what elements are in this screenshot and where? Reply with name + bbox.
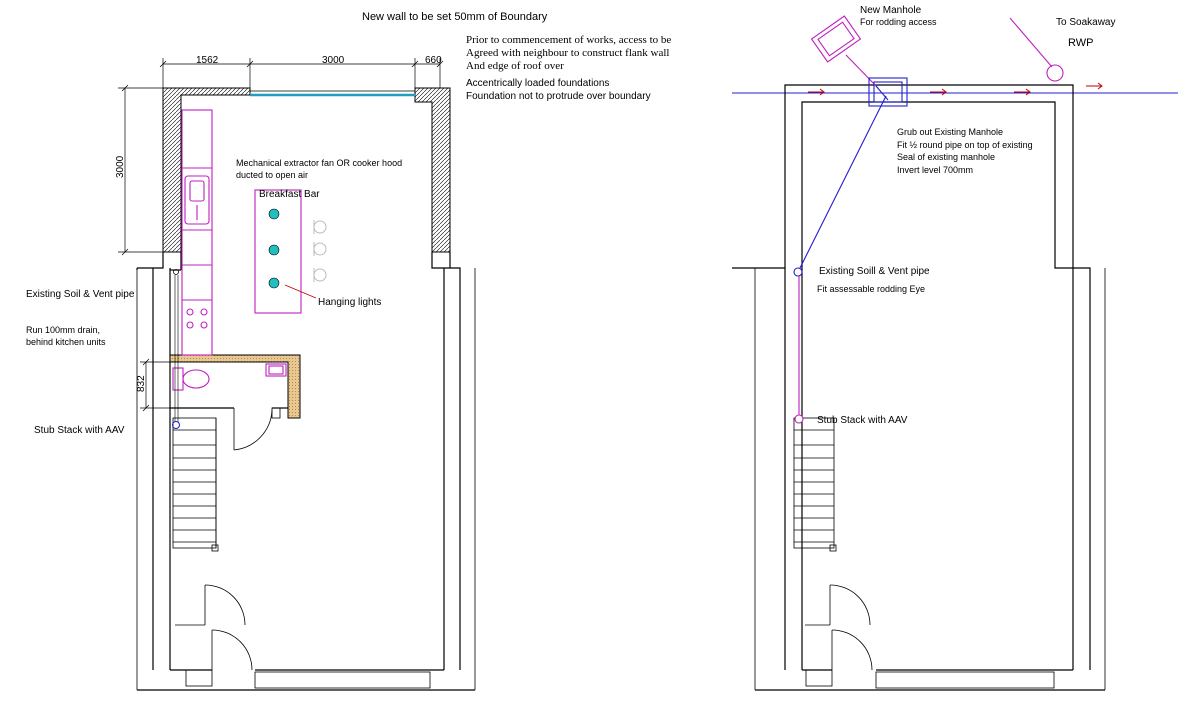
note-prior-1: Prior to commencement of works, access t… bbox=[466, 34, 671, 46]
left-floor-plan: 1562 3000 660 3000 832 New wall to be se… bbox=[26, 11, 671, 691]
kitchen-sink bbox=[184, 175, 210, 225]
note-drain-2: behind kitchen units bbox=[26, 337, 106, 347]
breakfast-bar bbox=[254, 189, 302, 314]
rwp-circle bbox=[1046, 64, 1064, 82]
staircase-right bbox=[793, 417, 837, 552]
house-wall-left-top bbox=[137, 252, 164, 269]
note-grub-1: Grub out Existing Manhole bbox=[897, 127, 1003, 137]
note-drain-1: Run 100mm drain, bbox=[26, 325, 100, 335]
flow-arrows bbox=[808, 82, 1103, 96]
label-rwp: RWP bbox=[1068, 37, 1093, 49]
note-rodding-eye: Fit assessable rodding Eye bbox=[817, 284, 925, 294]
right-drainage-plan: New Manhole For rodding access To Soakaw… bbox=[732, 5, 1178, 691]
dim-660: 660 bbox=[425, 55, 442, 66]
note-prior-3: And edge of roof over bbox=[466, 60, 564, 72]
note-grub-3: Seal of existing manhole bbox=[897, 152, 995, 162]
drain-run bbox=[798, 95, 887, 271]
note-foundation-2: Foundation not to protrude over boundary bbox=[466, 91, 651, 102]
stub-stack-right bbox=[794, 414, 804, 424]
label-to-soakaway: To Soakaway bbox=[1056, 17, 1115, 28]
label-stub-stack-right: Stub Stack with AAV bbox=[817, 415, 908, 426]
hanging-light-2 bbox=[268, 244, 280, 256]
dim-3000-horizontal: 3000 bbox=[322, 55, 345, 66]
staircase bbox=[172, 417, 219, 552]
note-extractor-1: Mechanical extractor fan OR cooker hood bbox=[236, 158, 402, 168]
note-foundation-1: Accentrically loaded foundations bbox=[466, 78, 609, 89]
hanging-light-3 bbox=[268, 277, 280, 289]
label-new-manhole: New Manhole bbox=[860, 5, 922, 16]
bar-stools bbox=[313, 220, 327, 282]
dimension-832 bbox=[140, 358, 172, 412]
extension-right-wall bbox=[414, 87, 451, 253]
new-manhole bbox=[810, 15, 862, 63]
existing-manhole bbox=[868, 77, 908, 107]
note-grub-2: Fit ½ round pipe on top of existing bbox=[897, 140, 1033, 150]
note-boundary-wall: New wall to be set 50mm of Boundary bbox=[362, 11, 548, 23]
kitchen-units bbox=[181, 109, 213, 356]
front-step bbox=[185, 669, 213, 687]
label-hanging-lights: Hanging lights bbox=[318, 297, 381, 308]
dim-3000-vertical: 3000 bbox=[115, 155, 126, 178]
dimension-vertical bbox=[118, 84, 163, 256]
dim-832: 832 bbox=[136, 375, 147, 392]
label-soil-vent-right: Existing Soill & Vent pipe bbox=[819, 266, 930, 277]
label-stub-stack-left: Stub Stack with AAV bbox=[34, 425, 125, 436]
note-rodding-access: For rodding access bbox=[860, 17, 937, 27]
dim-1562: 1562 bbox=[196, 55, 219, 66]
note-extractor-2: ducted to open air bbox=[236, 170, 308, 180]
hanging-light-1 bbox=[268, 208, 280, 220]
toilet-pan bbox=[182, 369, 210, 389]
hob bbox=[186, 308, 208, 329]
note-prior-2: Agreed with neighbour to construct flank… bbox=[466, 47, 669, 59]
soil-vent-pipe-right bbox=[793, 267, 803, 277]
label-soil-vent-left: Existing Soil & Vent pipe bbox=[26, 289, 135, 300]
dimensions-top bbox=[159, 58, 444, 88]
stub-stack-left bbox=[172, 421, 180, 429]
wc-basin bbox=[265, 363, 287, 377]
note-grub-4: Invert level 700mm bbox=[897, 165, 973, 175]
label-breakfast-bar: Breakfast Bar bbox=[259, 189, 320, 200]
